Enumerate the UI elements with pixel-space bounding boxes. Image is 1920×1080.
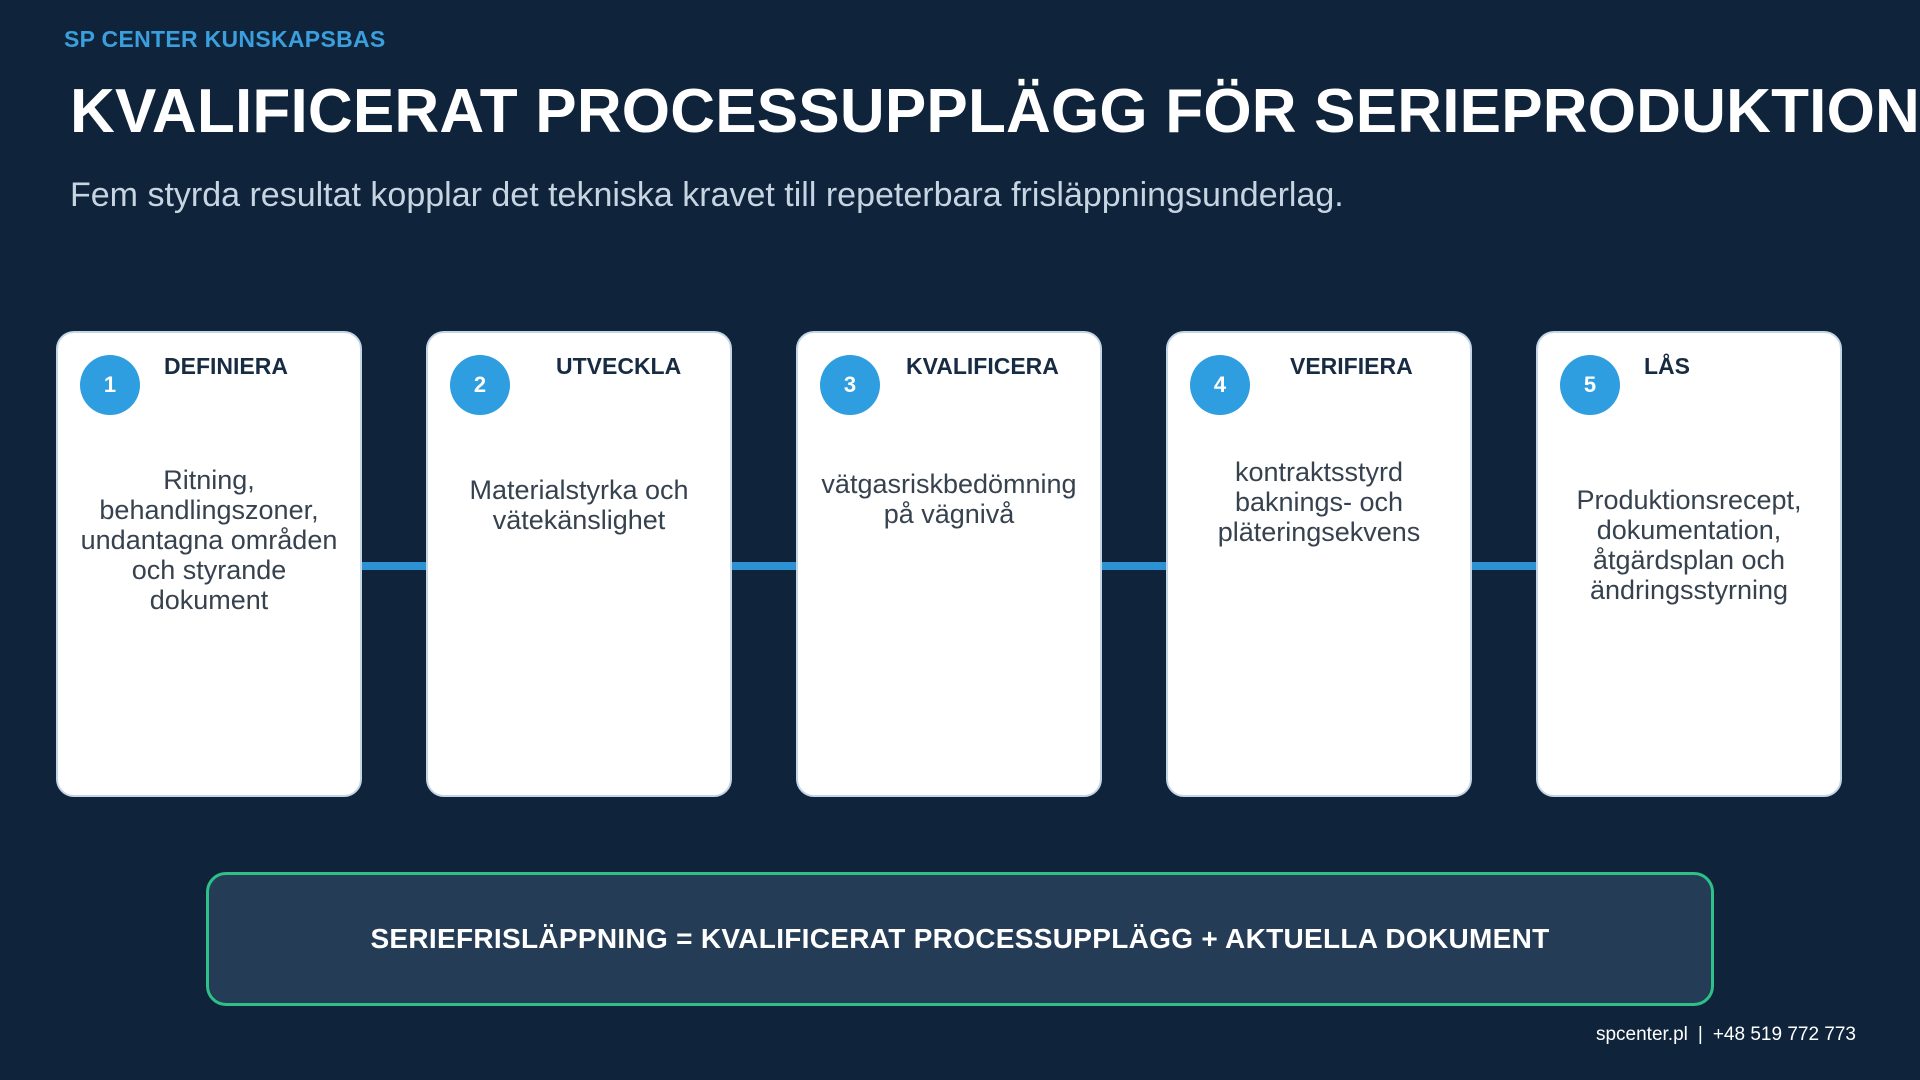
step-number-badge: 3 bbox=[820, 355, 880, 415]
step-number-badge: 1 bbox=[80, 355, 140, 415]
formula-text: SERIEFRISLÄPPNING = KVALIFICERAT PROCESS… bbox=[370, 923, 1550, 954]
step-number-badge: 2 bbox=[450, 355, 510, 415]
step-title: LÅS bbox=[1644, 353, 1690, 379]
step-title: UTVECKLA bbox=[556, 353, 682, 379]
step-title: VERIFIERA bbox=[1290, 353, 1413, 379]
step-description: vätgasriskbedömning på vägnivå bbox=[821, 469, 1077, 529]
footer-separator: | bbox=[1697, 1024, 1703, 1045]
step-card-5: 5 LÅS Produktionsrecept, dokumentation, … bbox=[1536, 331, 1842, 797]
step-card-1: 1 DEFINIERA Ritning, behandlingszoner, u… bbox=[56, 331, 362, 797]
page-title: KVALIFICERAT PROCESSUPPLÄGG FÖR SERIEPRO… bbox=[70, 77, 1920, 146]
step-card-4: 4 VERIFIERA kontraktsstyrd baknings- och… bbox=[1166, 331, 1472, 797]
page-subtitle: Fem styrda resultat kopplar det tekniska… bbox=[70, 176, 1344, 214]
step-card-2: 2 UTVECKLA Materialstyrka och vätekänsli… bbox=[426, 331, 732, 797]
footer-phone: +48 519 772 773 bbox=[1712, 1024, 1856, 1045]
footer-website: spcenter.pl bbox=[1595, 1024, 1688, 1045]
step-title: DEFINIERA bbox=[164, 353, 288, 379]
formula-box: SERIEFRISLÄPPNING = KVALIFICERAT PROCESS… bbox=[206, 872, 1714, 1006]
step-card-3: 3 KVALIFICERA vätgasriskbedömning på väg… bbox=[796, 331, 1102, 797]
step-number-badge: 4 bbox=[1190, 355, 1250, 415]
step-description: Ritning, behandlingszoner, undantagna om… bbox=[80, 465, 338, 615]
step-description: Produktionsrecept, dokumentation, åtgärd… bbox=[1576, 485, 1802, 605]
footer-contact: spcenter.pl | +48 519 772 773 bbox=[1596, 1024, 1856, 1046]
step-title: KVALIFICERA bbox=[906, 353, 1059, 379]
step-number-badge: 5 bbox=[1560, 355, 1620, 415]
step-description: kontraktsstyrd baknings- och pläteringse… bbox=[1217, 457, 1421, 547]
kicker-label: SP CENTER KUNSKAPSBAS bbox=[64, 26, 386, 52]
step-description: Materialstyrka och vätekänslighet bbox=[469, 475, 689, 535]
